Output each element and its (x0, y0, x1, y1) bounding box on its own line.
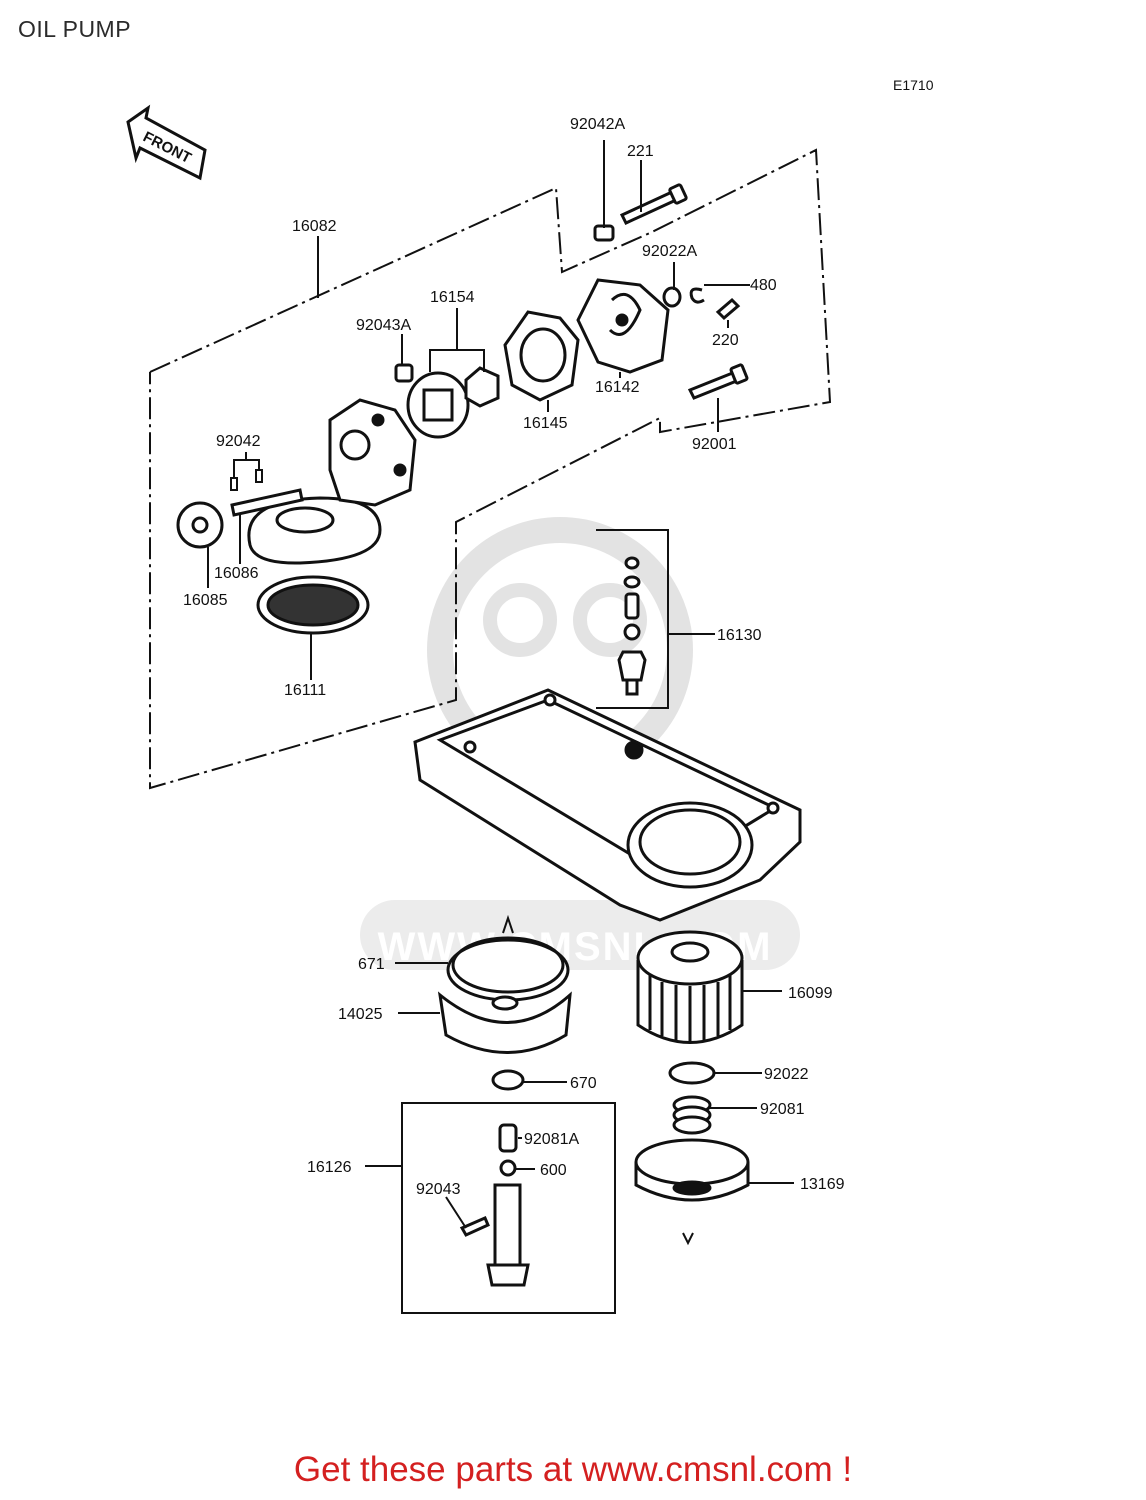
label-16130: 16130 (717, 627, 762, 644)
label-671: 671 (358, 956, 385, 973)
oil-strainer (256, 575, 370, 635)
label-16086: 16086 (214, 565, 259, 582)
footer-banner: Get these parts at www.cmsnl.com ! (0, 1450, 1146, 1490)
part-labels: 92042A 221 16082 92022A 480 16154 92043A… (183, 116, 845, 1198)
label-92081: 92081 (760, 1101, 805, 1118)
pins-92042 (230, 469, 263, 491)
label-92043: 92043 (416, 1181, 461, 1198)
label-670: 670 (570, 1075, 597, 1092)
seal-washers (491, 1061, 716, 1135)
label-16126: 16126 (307, 1159, 352, 1176)
label-92043A: 92043A (356, 317, 411, 334)
oil-pan (413, 688, 802, 922)
label-16082: 16082 (292, 218, 337, 235)
label-480: 480 (750, 277, 777, 294)
label-220: 220 (712, 332, 739, 349)
pump-cover (576, 278, 670, 374)
label-16145: 16145 (523, 415, 568, 432)
pump-shaft (230, 488, 304, 517)
pump-rotor (406, 366, 500, 439)
leader-lines (207, 140, 794, 1229)
label-221: 221 (627, 143, 654, 160)
footer-link[interactable]: Get these parts at www.cmsnl.com ! (293, 1450, 853, 1489)
label-92042: 92042 (216, 433, 261, 450)
washer-and-clip (662, 286, 741, 321)
label-92042A: 92042A (570, 116, 625, 133)
label-16085: 16085 (183, 592, 228, 609)
front-arrow-icon: FRONT (126, 104, 207, 181)
oil-filter (636, 930, 744, 1044)
relief-valve-group (596, 529, 669, 709)
page-title: OIL PUMP (18, 16, 132, 42)
diagram-code: E1710 (893, 77, 934, 93)
oil-pump-body (247, 398, 417, 565)
filter-bracket (437, 936, 572, 1054)
bolt-92001 (687, 363, 749, 400)
bypass-valve-group (401, 1102, 616, 1314)
flow-arrows (502, 914, 694, 1246)
drive-sprocket (176, 501, 224, 549)
label-92022A: 92022A (642, 243, 697, 260)
assembly-boundary (149, 148, 832, 790)
label-16111: 16111 (284, 682, 326, 699)
label-16154: 16154 (430, 289, 475, 306)
label-600: 600 (540, 1162, 567, 1179)
dowel-pin (394, 363, 414, 383)
bolt-221 (619, 183, 688, 225)
label-13169: 13169 (800, 1176, 845, 1193)
label-92081A: 92081A (524, 1131, 579, 1148)
label-14025: 14025 (338, 1006, 383, 1023)
label-16099: 16099 (788, 985, 833, 1002)
label-92001: 92001 (692, 436, 737, 453)
filter-cover (634, 1138, 750, 1202)
dowel-92042A (593, 224, 615, 242)
label-16142: 16142 (595, 379, 640, 396)
label-92022: 92022 (764, 1066, 809, 1083)
gasket-16145 (503, 310, 580, 402)
